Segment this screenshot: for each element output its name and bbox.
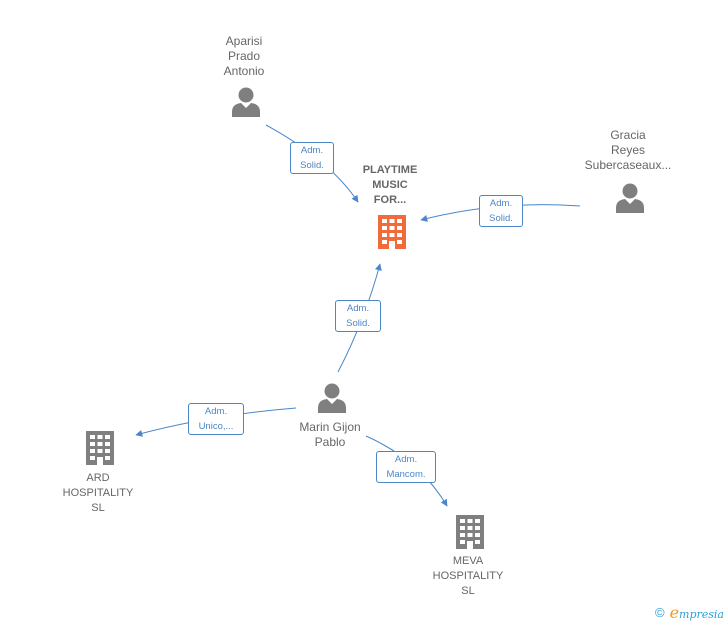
- company-ard-line2: HOSPITALITY: [62, 487, 134, 499]
- person-aparisi-line3: Antonio: [223, 64, 265, 78]
- person-aparisi-line1: Aparisi: [225, 34, 263, 48]
- edge-label-line1: Adm.: [394, 454, 418, 465]
- brand-initial: e: [669, 603, 680, 622]
- edge-label-line1: Adm.: [346, 303, 370, 314]
- main-company-line3: FOR...: [373, 194, 407, 206]
- edge-label-marin-main[interactable]: Adm. Solid.: [335, 300, 381, 332]
- footer-brand: © empresia: [655, 603, 724, 622]
- company-label-meva[interactable]: MEVA HOSPITALITY SL: [418, 554, 518, 599]
- person-label-aparisi[interactable]: Aparisi Prado Antonio: [194, 34, 294, 79]
- copyright-symbol: ©: [654, 605, 665, 620]
- edge-label-line1: Adm.: [489, 198, 513, 209]
- edge-label-marin-meva[interactable]: Adm. Mancom.: [376, 451, 436, 483]
- person-marin-line2: Pablo: [314, 435, 346, 449]
- main-company-line2: MUSIC: [372, 179, 408, 191]
- person-icon[interactable]: [316, 382, 348, 414]
- building-icon[interactable]: [84, 430, 116, 466]
- edge-label-line2: Mancom.: [386, 469, 426, 480]
- edge-label-line2: Solid.: [300, 160, 324, 171]
- edge-label-marin-ard[interactable]: Adm. Unico,...: [188, 403, 244, 435]
- company-ard-line1: ARD: [86, 472, 110, 484]
- building-icon[interactable]: [376, 214, 408, 250]
- person-marin-line1: Marin Gijon: [299, 420, 361, 434]
- main-company-label[interactable]: PLAYTIME MUSIC FOR...: [340, 163, 440, 208]
- person-aparisi-line2: Prado: [227, 49, 261, 63]
- company-meva-line2: HOSPITALITY: [432, 570, 504, 582]
- person-gracia-line1: Gracia: [610, 128, 646, 142]
- company-label-ard[interactable]: ARD HOSPITALITY SL: [48, 471, 148, 516]
- company-meva-line3: SL: [461, 585, 475, 597]
- company-ard-line3: SL: [91, 502, 105, 514]
- person-icon[interactable]: [614, 182, 646, 214]
- person-label-marin[interactable]: Marin Gijon Pablo: [280, 420, 380, 450]
- edge-label-line2: Solid.: [489, 213, 513, 224]
- brand-name: mpresia: [679, 608, 724, 621]
- person-gracia-line3: Subercaseaux...: [584, 158, 672, 172]
- main-company-line1: PLAYTIME: [362, 164, 418, 176]
- company-meva-line1: MEVA: [452, 555, 484, 567]
- empresia-logo[interactable]: empresia: [670, 603, 724, 622]
- person-label-gracia[interactable]: Gracia Reyes Subercaseaux...: [568, 128, 688, 173]
- person-icon[interactable]: [230, 86, 262, 118]
- edge-label-gracia-main[interactable]: Adm. Solid.: [479, 195, 523, 227]
- building-icon[interactable]: [454, 514, 486, 550]
- edge-label-line2: Solid.: [346, 318, 370, 329]
- edge-label-line1: Adm.: [300, 145, 324, 156]
- person-gracia-line2: Reyes: [610, 143, 645, 157]
- edge-label-aparisi-main[interactable]: Adm. Solid.: [290, 142, 334, 174]
- edge-label-line2: Unico,...: [198, 421, 234, 432]
- edge-label-line1: Adm.: [204, 406, 228, 417]
